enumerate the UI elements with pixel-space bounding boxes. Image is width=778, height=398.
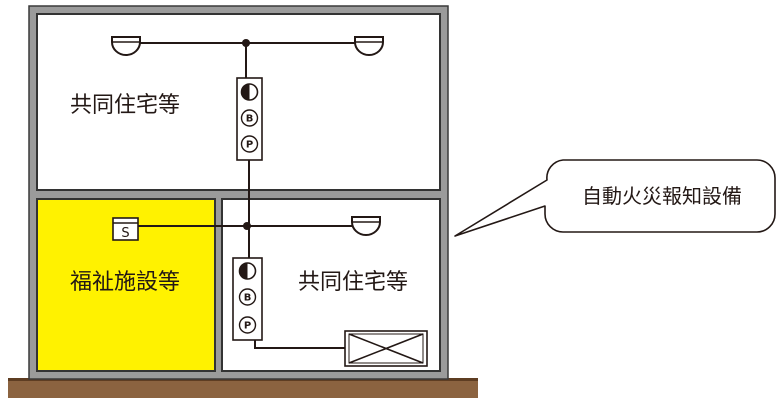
smoke-detector-icon <box>351 216 381 236</box>
push-button-icon: P <box>240 135 259 153</box>
room-lower-left-label: 福祉施設等 <box>70 270 180 295</box>
push-button-letter: P <box>244 321 251 332</box>
receiver-panel-icon <box>344 330 428 367</box>
room-lower-right-label: 共同住宅等 <box>298 270 408 295</box>
bell-icon: B <box>240 109 259 127</box>
lower-device-column: B P <box>232 257 263 341</box>
callout: 自動火災報知設備 <box>454 159 776 237</box>
smoke-detector-icon <box>111 36 141 56</box>
indicator-lamp-icon <box>240 83 259 101</box>
smoke-detector-icon <box>354 36 384 56</box>
upper-junction-dot <box>242 39 250 47</box>
bell-letter: B <box>246 114 254 125</box>
bell-letter: B <box>244 293 252 304</box>
room-upper-label: 共同住宅等 <box>70 93 180 118</box>
ground <box>8 378 478 398</box>
push-button-icon: P <box>238 316 257 334</box>
indicator-lamp-icon <box>238 262 257 280</box>
s-detector-box: S <box>112 217 139 241</box>
receiver-wire <box>254 340 345 349</box>
push-button-letter: P <box>246 140 253 151</box>
callout-label: 自動火災報知設備 <box>582 184 742 208</box>
callout-bubble <box>454 159 776 237</box>
lower-junction-dot <box>243 222 251 230</box>
upper-device-column: B P <box>236 77 263 161</box>
s-box-letter: S <box>121 226 129 241</box>
bell-icon: B <box>238 288 257 306</box>
